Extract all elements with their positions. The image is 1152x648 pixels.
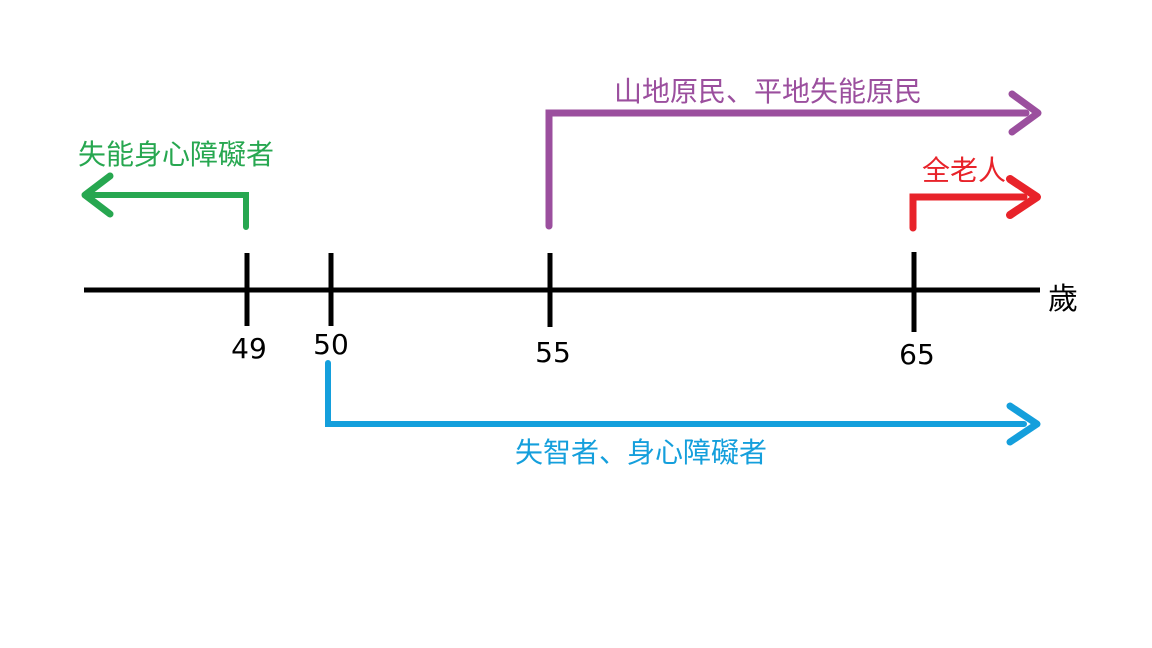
tick-label-50: 50 (313, 328, 349, 361)
axis-unit-label: 歲 (1048, 282, 1078, 317)
range-label-indigenous: 山地原民、平地失能原民 (614, 75, 923, 108)
arrowhead-right-icon (1006, 402, 1041, 446)
arrowhead-right-icon (1006, 175, 1041, 219)
tick-label-65: 65 (899, 338, 935, 371)
range-arrow-disabled-impaired-shaft (89, 192, 249, 230)
tick-label-55: 55 (535, 336, 571, 369)
range-label-dementia-disabled: 失智者、身心障礙者 (515, 436, 768, 469)
tick-label-49: 49 (231, 332, 267, 365)
range-label-disabled-impaired: 失能身心障礙者 (78, 138, 275, 171)
range-label-all-elderly: 全老人 (922, 154, 1007, 187)
range-arrow-all-elderly (909, 175, 1041, 232)
range-arrow-dementia-disabled (325, 360, 1041, 446)
range-arrow-dementia-disabled-shaft (325, 360, 1027, 427)
range-arrow-indigenous (545, 90, 1042, 230)
range-arrow-all-elderly-shaft (909, 193, 1028, 232)
arrowhead-right-icon (1008, 90, 1042, 136)
range-arrow-disabled-impaired (81, 172, 249, 230)
range-arrow-indigenous-shaft (545, 109, 1030, 230)
arrowhead-left-icon (81, 172, 114, 218)
